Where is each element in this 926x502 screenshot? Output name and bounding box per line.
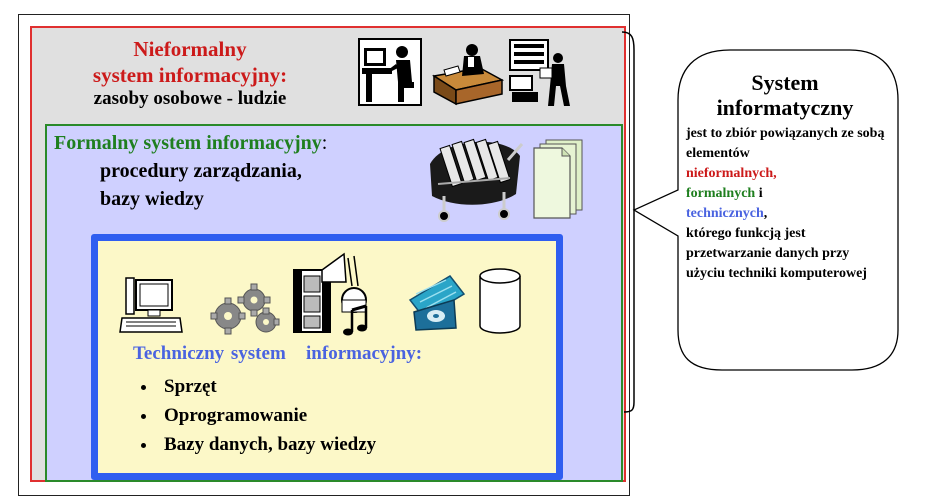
bubble-title-line1: System (751, 70, 819, 95)
bubble-title-line2: informatyczny (716, 95, 854, 120)
bubble-term-technical: technicznych (686, 206, 764, 221)
documents-stack-icon (533, 139, 583, 219)
technical-item-databases: Bazy danych, bazy wiedzy (158, 430, 376, 459)
person-at-desk-icon (432, 44, 504, 106)
bubble-title: System informatyczny (680, 70, 890, 120)
technical-title: Techniczny system informacyjny: (133, 343, 423, 364)
informal-title-line2: system informacyjny: (92, 63, 288, 87)
technical-item-hardware: Sprzęt (158, 372, 376, 401)
informal-title-line1: Nieformalny (133, 37, 247, 61)
speech-bubble (632, 49, 899, 371)
bubble-body: jest to zbiór powiązanych ze sobą elemen… (686, 124, 890, 284)
bubble-comma: , (763, 206, 768, 221)
formal-title-text: Formalny system informacyjny (54, 132, 322, 154)
disk-icon (408, 275, 466, 331)
bubble-text: System informatyczny jest to zbiór powią… (680, 70, 890, 284)
bubble-body-function: którego funkcją jest przetwarzanie danyc… (686, 226, 867, 281)
formal-line-2: bazy wiedzy (100, 188, 204, 210)
formal-title-colon: : (321, 132, 328, 154)
computer-icon (119, 277, 183, 333)
informal-subtitle: zasoby osobowe - ludzie (93, 88, 287, 109)
database-cylinder-icon (479, 268, 521, 334)
gears-icon (210, 283, 280, 335)
bubble-body-intro: jest to zbiór powiązanych ze sobą elemen… (686, 126, 885, 161)
file-cart-icon (430, 138, 524, 222)
technical-item-software: Oprogramowanie (158, 401, 376, 430)
informal-title: Nieformalny system informacyjny: (60, 36, 320, 88)
technical-list: Sprzęt Oprogramowanie Bazy danych, bazy … (140, 372, 376, 459)
person-at-computer-icon (358, 38, 422, 106)
right-brace (621, 31, 635, 413)
outer-frame (18, 14, 630, 496)
formal-title: Formalny system informacyjny: (54, 132, 327, 155)
bubble-term-informal: nieformalnych, (686, 166, 777, 181)
worker-with-boxes-icon (509, 39, 570, 106)
bubble-conj: i (755, 186, 763, 201)
bubble-term-formal: formalnych (686, 186, 756, 201)
formal-line-1: procedury zarządzania, (100, 160, 302, 182)
multimedia-icon (293, 252, 368, 336)
